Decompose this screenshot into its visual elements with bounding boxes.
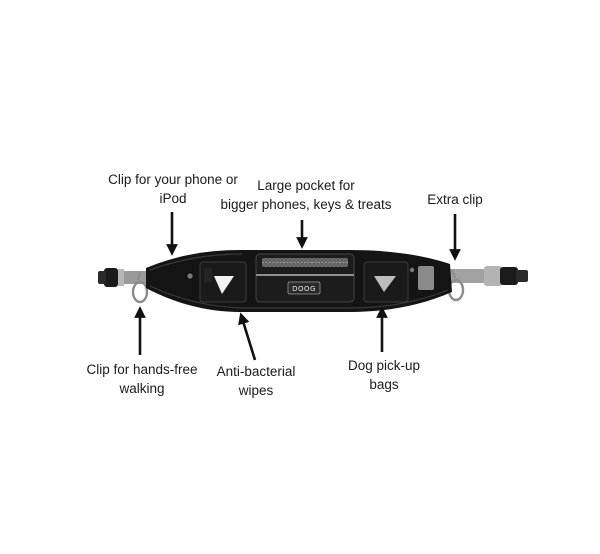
label-phone-clip: Clip for your phone or iPod xyxy=(100,170,246,208)
label-large-pocket: Large pocket for bigger phones, keys & t… xyxy=(214,176,398,214)
label-line: bags xyxy=(369,377,399,392)
large-pocket: DOOG xyxy=(255,253,355,303)
wipes-pocket xyxy=(187,261,247,303)
left-strap xyxy=(98,268,152,287)
label-wipes: Anti-bacterial wipes xyxy=(210,362,302,400)
label-line: Clip for hands-free xyxy=(86,362,198,377)
label-line: Anti-bacterial xyxy=(216,364,296,379)
label-line: Large pocket for xyxy=(257,178,355,193)
label-bags: Dog pick-up bags xyxy=(340,356,428,394)
label-line: wipes xyxy=(238,383,274,398)
label-extra-clip: Extra clip xyxy=(418,190,492,209)
brand-logo: DOOG xyxy=(292,285,316,293)
label-hands-free-clip: Clip for hands-free walking xyxy=(82,360,202,398)
label-line: Dog pick-up xyxy=(347,358,421,373)
label-line: Extra clip xyxy=(427,192,483,207)
label-line: walking xyxy=(119,381,165,396)
label-line: bigger phones, keys & treats xyxy=(220,197,392,212)
label-line: Clip for your phone or xyxy=(108,172,238,187)
bags-pocket xyxy=(363,261,434,303)
left-carabiner-icon xyxy=(131,271,149,304)
label-line: iPod xyxy=(159,191,187,206)
arrow-wipes xyxy=(238,312,257,361)
